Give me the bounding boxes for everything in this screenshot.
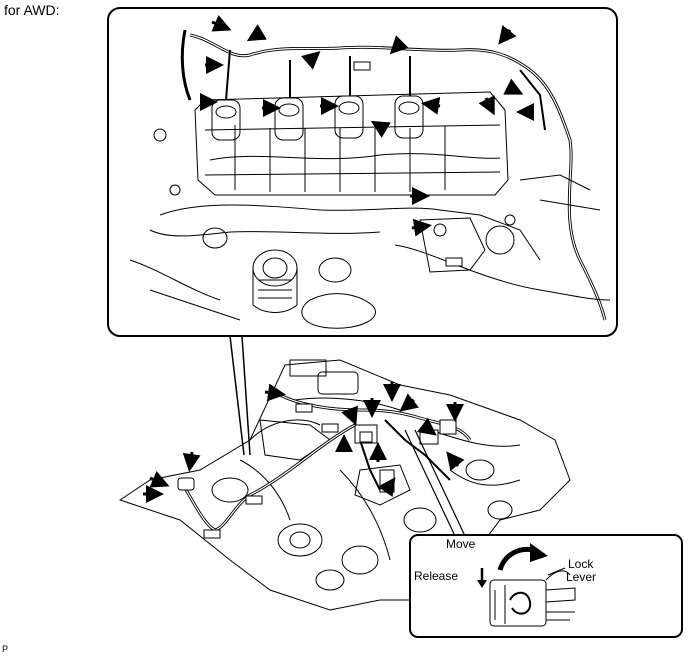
arrow-icon — [143, 382, 465, 503]
clamp-icon — [353, 61, 463, 267]
release-arrow-icon — [477, 568, 487, 588]
engine-top-detail-illustration — [129, 29, 611, 329]
arrow-icon — [200, 15, 534, 237]
lock-lever-label-line2: Lever — [566, 570, 596, 584]
figure-caption: for AWD: — [4, 2, 60, 18]
lock-lever-label-line1: Lock — [568, 557, 594, 571]
connector-closeup-illustration — [489, 567, 576, 627]
clamp-icon — [203, 403, 339, 539]
move-arrow-icon — [497, 543, 548, 571]
release-label: Release — [414, 569, 458, 583]
detail-callout-frame — [107, 7, 618, 456]
figure-code: P — [2, 644, 9, 654]
move-label: Move — [446, 537, 476, 551]
